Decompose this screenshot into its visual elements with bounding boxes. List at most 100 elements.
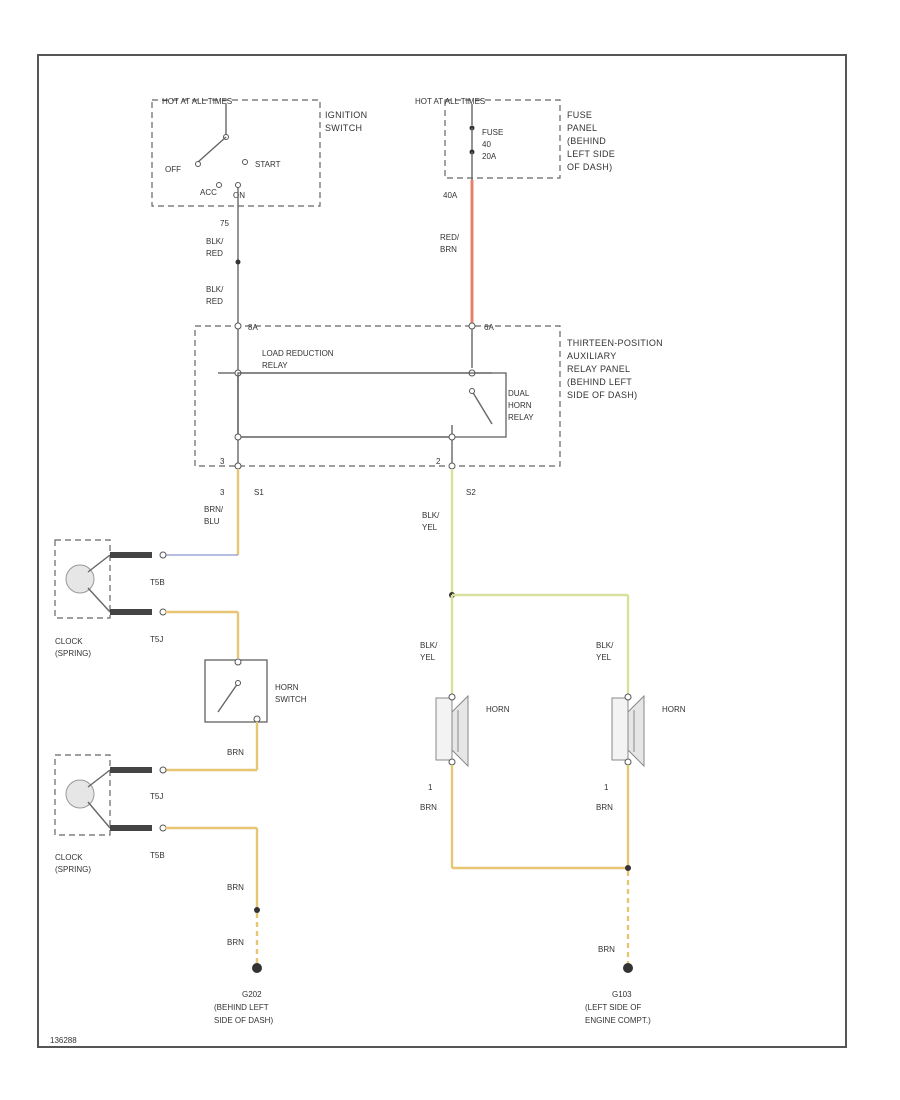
dual-horn-label-1: DUAL [508, 389, 530, 398]
clock-spring-b-conn-top [110, 767, 152, 773]
clock-spring-a-label-2: (SPRING) [55, 649, 91, 658]
diagram-frame [37, 54, 847, 1048]
horn2-bottom-terminal [624, 758, 632, 766]
ignition-switch-box [151, 99, 321, 207]
dual-horn-relay-blade [471, 390, 493, 425]
ground-g103-label-2: ENGINE COMPT.) [585, 1016, 651, 1025]
clock-spring-a-lead2 [87, 587, 111, 613]
ignition-off-contact [195, 161, 201, 167]
horn-switch-bottom-terminal [253, 715, 261, 723]
ignition-start-label: START [255, 160, 281, 169]
ignition-label-2: SWITCH [325, 123, 362, 133]
ground-g202-id: G202 [242, 990, 262, 999]
fuse-label-2: 40 [482, 140, 491, 149]
clock-spring-a-conn-bot [110, 609, 152, 615]
fuse-panel-box [444, 99, 561, 179]
left-brn-label-3: BRN [227, 938, 244, 947]
relay-bottom-right-terminal [448, 462, 456, 470]
horn1-wire-a: BLK/ [420, 641, 438, 650]
horn2-icon [611, 694, 645, 768]
ignition-acc-label: ACC [200, 188, 217, 197]
fuse-panel-label-1: FUSE [567, 110, 592, 120]
ground-g202-label-2: SIDE OF DASH) [214, 1016, 273, 1025]
relay-bottom-left-terminal [234, 462, 242, 470]
clock-spring-a-label-1: CLOCK [55, 637, 83, 646]
fuse-panel-label-2: PANEL [567, 123, 597, 133]
left-wire-color-a: BRN/ [204, 505, 224, 514]
left-brn-label-1: BRN [227, 748, 244, 757]
conn-t5j-mid: T5J [150, 635, 163, 644]
ignition-on-label: ON [233, 191, 245, 200]
relay-pin-8a: 8A [248, 323, 258, 332]
clock-spring-b-coil [65, 779, 95, 809]
left-branch: 3 BRN/ BLU T5B T5J CLOCK (SPRING) HORN S… [54, 469, 307, 1025]
relay-pin-6a: 6A [484, 323, 494, 332]
fuse-panel-label-4: LEFT SIDE [567, 149, 615, 159]
conn-t5j-lower: T5J [150, 792, 163, 801]
horn1-ground-wire: BRN [420, 803, 437, 812]
relay-panel-label-3: RELAY PANEL [567, 364, 630, 374]
conn-t5b-top: T5B [150, 578, 165, 587]
horn-switch-label-1: HORN [275, 683, 299, 692]
right-wire-color-a: BLK/ [422, 511, 440, 520]
right-ground-wire-label: BRN [598, 945, 615, 954]
clock-spring-b-label-2: (SPRING) [55, 865, 91, 874]
dual-horn-relay-box [237, 372, 507, 438]
fuse-wire-color-a: RED/ [440, 233, 460, 242]
horn-switch-label-2: SWITCH [275, 695, 307, 704]
ground-g103-label-1: (LEFT SIDE OF [585, 1003, 641, 1012]
clock-spring-a-pin-top [159, 551, 167, 559]
relay-panel-label-1: THIRTEEN-POSITION [567, 338, 663, 348]
fuse-pin-40a: 40A [443, 191, 458, 200]
horn2-wire-a: BLK/ [596, 641, 614, 650]
ignition-switch: HOT AT ALL TIMES OFF START ACC ON IGNITI… [151, 97, 367, 207]
horn1-pin: 1 [428, 783, 433, 792]
ignition-switch-blade [197, 136, 227, 163]
horn1-bottom-terminal [448, 758, 456, 766]
ignition-off-label: OFF [165, 165, 181, 174]
left-ground-splice [254, 907, 260, 913]
horn1-body [435, 697, 453, 761]
fuse-panel-label-5: OF DASH) [567, 162, 612, 172]
clock-spring-b-box [54, 754, 111, 836]
relay-s1-label: S1 [254, 488, 264, 497]
ground-g202-icon [252, 963, 262, 973]
conn-t5b-lower: T5B [150, 851, 165, 860]
relay-bottom-left-pin: 3 [220, 457, 225, 466]
horn-switch-pivot [235, 680, 241, 686]
fuse-label-3: 20A [482, 152, 497, 161]
right-wire-color-b: YEL [422, 523, 438, 532]
ignition-pin-75: 75 [220, 219, 229, 228]
ignition-splice-dot [235, 259, 241, 265]
horn2-bell [627, 694, 645, 768]
relay-bottom-right-pin: 2 [436, 457, 441, 466]
ignition-wire2-color-a: BLK/ [206, 285, 224, 294]
load-reduction-label-1: LOAD REDUCTION [262, 349, 334, 358]
relay-pin-6a-terminal [468, 322, 476, 330]
horn2-pin: 1 [604, 783, 609, 792]
dual-horn-contact-right [448, 433, 456, 441]
fuse-panel: HOT AT ALL TIMES FUSE 40 20A FUSE PANEL … [415, 97, 615, 179]
clock-spring-b-lead1 [87, 769, 111, 788]
relay-panel-label-5: SIDE OF DASH) [567, 390, 637, 400]
ignition-acc-contact [216, 182, 222, 188]
fuse-label-1: FUSE [482, 128, 503, 137]
relay-panel: 8A 6A LOAD REDUCTION RELAY DUAL HORN REL… [194, 322, 663, 497]
ignition-on-contact [235, 182, 241, 188]
ignition-wire2-color-b: RED [206, 297, 223, 306]
horn-switch-box [204, 659, 268, 723]
horn1-top-terminal [448, 693, 456, 701]
clock-spring-b-pin-top [159, 766, 167, 774]
relay-s2-label: S2 [466, 488, 476, 497]
relay-panel-label-4: (BEHIND LEFT [567, 377, 632, 387]
ground-g103-icon [623, 963, 633, 973]
horn-ground-splice [625, 865, 631, 871]
ignition-wire1-color-b: RED [206, 249, 223, 258]
dual-horn-contact-left [234, 433, 242, 441]
horn2-label: HORN [662, 705, 686, 714]
horn2-body [611, 697, 629, 761]
clock-spring-a-lead1 [87, 554, 111, 573]
left-branch-pin: 3 [220, 488, 225, 497]
fuse-panel-label-3: (BEHIND [567, 136, 606, 146]
